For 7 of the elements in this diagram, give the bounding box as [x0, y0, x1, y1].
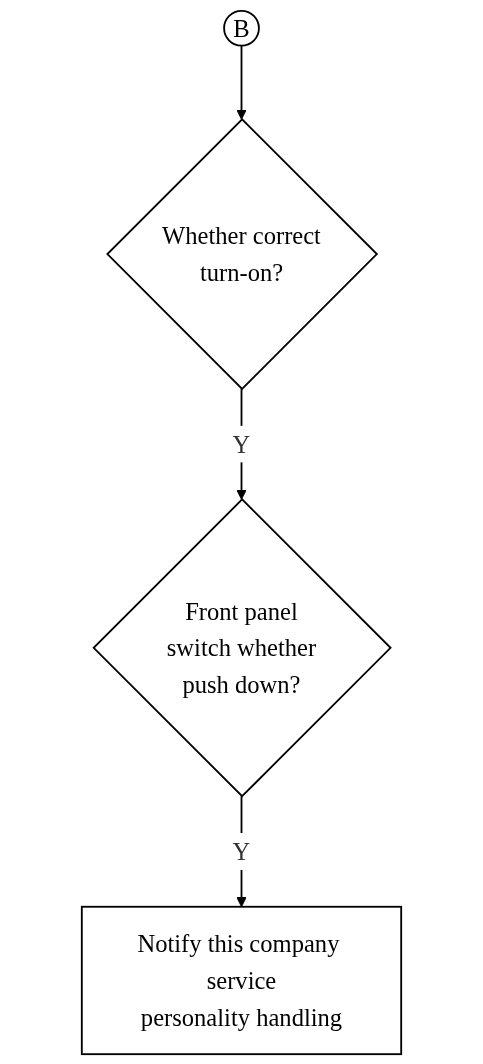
node-diamond: Whether correct turn-on?: [106, 118, 379, 391]
edge-label: Y: [232, 837, 251, 865]
node-diamond: Front panel switch whether push down?: [92, 498, 392, 798]
node-box: Notify this company service personality handling: [80, 905, 403, 1056]
arrow: [236, 44, 247, 120]
node-circle: B: [223, 9, 260, 47]
edge-label: Y: [232, 430, 251, 458]
